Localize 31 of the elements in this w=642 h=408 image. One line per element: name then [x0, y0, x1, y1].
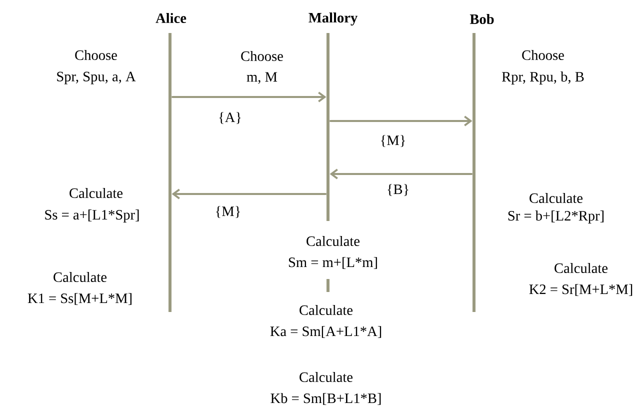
step-heading: Calculate	[530, 192, 583, 204]
arrow	[172, 92, 326, 102]
edge-label: {B}	[388, 184, 408, 196]
edge-label: {A}	[219, 112, 241, 124]
arrow	[330, 168, 472, 180]
lifeline	[168, 33, 172, 312]
lifeline	[472, 33, 476, 312]
step-value: Sm = m+[L*m]	[288, 257, 377, 269]
step-value: K1 = Ss[M+L*M]	[28, 293, 132, 305]
step-heading: Calculate	[70, 188, 123, 198]
step-heading: Calculate	[300, 304, 353, 316]
step-heading: Choose	[241, 50, 283, 62]
step-heading: Calculate	[54, 272, 107, 282]
arrow	[172, 188, 326, 200]
step-value: Sr = b+[L2*Rpr]	[508, 210, 604, 224]
arrow	[330, 116, 472, 126]
edge-label: {M}	[381, 135, 405, 147]
step-value: Rpr, Rpu, b, B	[502, 72, 584, 84]
participant-label: Bob	[470, 14, 494, 24]
participant-label: Alice	[156, 12, 186, 24]
lifeline	[326, 33, 330, 221]
step-heading: Calculate	[300, 372, 353, 382]
step-value: Ss = a+[L1*Spr]	[45, 210, 139, 222]
edge-label: {M}	[216, 206, 240, 218]
participant-label: Mallory	[308, 12, 358, 26]
step-value: Ka = Sm[A+L1*A]	[270, 326, 382, 338]
step-heading: Calculate	[554, 262, 608, 274]
step-value: Kb = Sm[B+L1*B]	[270, 393, 381, 405]
step-value: m, M	[246, 72, 278, 84]
step-value: K2 = Sr[M+L*M]	[529, 284, 632, 296]
step-value: Spr, Spu, a, A	[57, 72, 136, 84]
